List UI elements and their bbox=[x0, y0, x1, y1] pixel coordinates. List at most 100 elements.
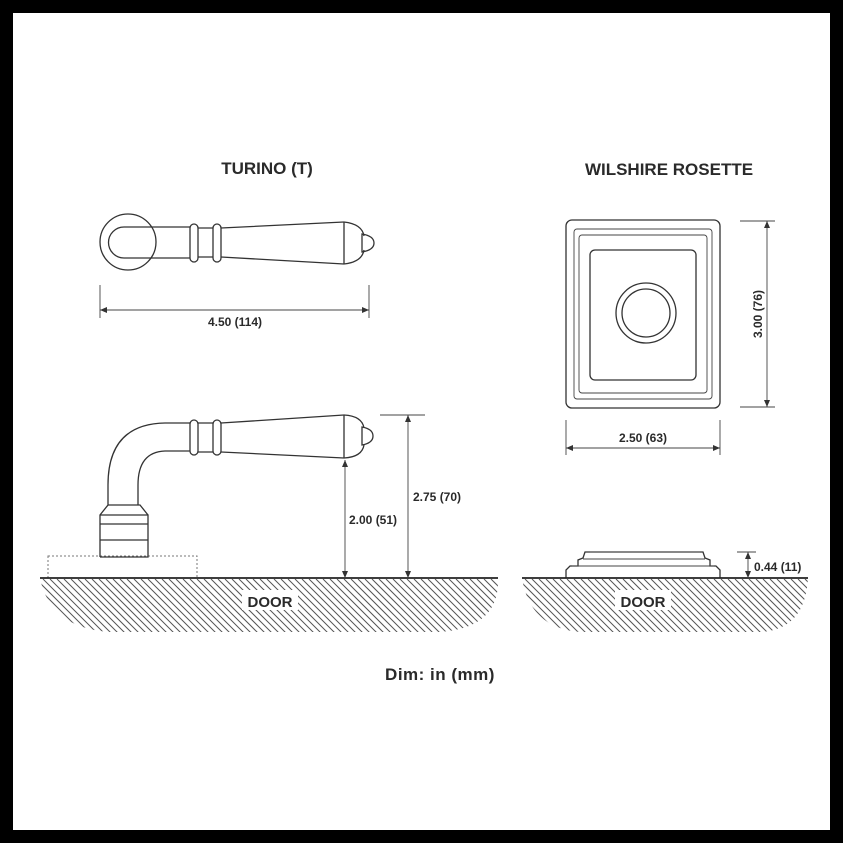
hatch-line bbox=[664, 578, 726, 632]
hatch-line bbox=[643, 578, 705, 632]
hatch-line bbox=[699, 578, 761, 632]
hatch-line bbox=[63, 578, 125, 632]
turino-total-height-dimension: 2.75 (70) bbox=[380, 414, 461, 578]
hatch-line bbox=[133, 578, 195, 632]
hatch-line bbox=[692, 578, 754, 632]
hatch-line bbox=[783, 578, 808, 632]
hatch-line bbox=[119, 578, 181, 632]
hatch-line bbox=[280, 578, 342, 632]
hatch-line bbox=[657, 578, 719, 632]
rosette-height-label: 3.00 (76) bbox=[751, 290, 765, 338]
hatch-line bbox=[42, 578, 104, 632]
hatch-line bbox=[378, 578, 440, 632]
hatch-line bbox=[357, 578, 419, 632]
hatch-line bbox=[84, 578, 146, 632]
hatch-line bbox=[301, 578, 363, 632]
hatch-line bbox=[483, 578, 499, 632]
turino-total-height-label: 2.75 (70) bbox=[413, 490, 461, 504]
hatch-line bbox=[364, 578, 426, 632]
rosette-width-dimension: 2.50 (63) bbox=[565, 420, 721, 455]
hatch-line bbox=[522, 578, 530, 632]
hatch-line bbox=[762, 578, 808, 632]
door-hatch-left bbox=[40, 578, 499, 632]
hatch-line bbox=[40, 578, 48, 632]
hatch-line bbox=[531, 578, 593, 632]
hatch-line bbox=[112, 578, 174, 632]
hatch-line bbox=[678, 578, 740, 632]
hatch-line bbox=[40, 578, 55, 632]
hatch-line bbox=[105, 578, 167, 632]
hatch-line bbox=[399, 578, 461, 632]
hatch-line bbox=[713, 578, 775, 632]
hatch-line bbox=[392, 578, 454, 632]
hatch-line bbox=[685, 578, 747, 632]
hatch-line bbox=[203, 578, 265, 632]
turino-top-view bbox=[99, 213, 375, 271]
hatch-line bbox=[797, 578, 808, 632]
hatch-line bbox=[671, 578, 733, 632]
rosette-top-view bbox=[565, 219, 721, 409]
hatch-line bbox=[147, 578, 209, 632]
hatch-line bbox=[469, 578, 499, 632]
hatch-line bbox=[168, 578, 230, 632]
hatch-line bbox=[448, 578, 499, 632]
drawing-frame bbox=[13, 13, 830, 830]
hatch-line bbox=[189, 578, 251, 632]
hatch-line bbox=[524, 578, 586, 632]
hatch-line bbox=[790, 578, 808, 632]
hatch-line bbox=[98, 578, 160, 632]
hatch-line bbox=[77, 578, 139, 632]
rosette-side-view bbox=[565, 551, 721, 578]
hatch-line bbox=[343, 578, 405, 632]
hatch-line bbox=[455, 578, 499, 632]
hatch-line bbox=[522, 578, 523, 632]
hatch-line bbox=[210, 578, 272, 632]
hatch-line bbox=[49, 578, 111, 632]
turino-lever-height-label: 2.00 (51) bbox=[349, 513, 397, 527]
rosette-projection-dimension: 0.44 (11) bbox=[737, 551, 801, 578]
hatch-line bbox=[406, 578, 468, 632]
hatch-line bbox=[40, 578, 41, 632]
rosette-height-dimension: 3.00 (76) bbox=[740, 220, 775, 408]
hatch-line bbox=[476, 578, 499, 632]
hatch-line bbox=[294, 578, 356, 632]
hatch-line bbox=[552, 578, 614, 632]
turino-length-dimension: 4.50 (114) bbox=[99, 285, 370, 329]
hatch-line bbox=[175, 578, 237, 632]
hatch-line bbox=[650, 578, 712, 632]
hatch-line bbox=[126, 578, 188, 632]
hatch-line bbox=[385, 578, 447, 632]
hatch-line bbox=[545, 578, 607, 632]
hatch-line bbox=[538, 578, 600, 632]
turino-side-view bbox=[47, 414, 374, 579]
hatch-line bbox=[329, 578, 391, 632]
hatch-line bbox=[91, 578, 153, 632]
hatch-line bbox=[182, 578, 244, 632]
hatch-line bbox=[336, 578, 398, 632]
hatch-line bbox=[706, 578, 768, 632]
hatch-line bbox=[161, 578, 223, 632]
hatch-line bbox=[573, 578, 635, 632]
turino-door-label: DOOR bbox=[248, 594, 293, 611]
rosette-projection-label: 0.44 (11) bbox=[754, 560, 801, 574]
hatch-line bbox=[769, 578, 808, 632]
rosette-width-label: 2.50 (63) bbox=[619, 431, 667, 445]
hatch-line bbox=[490, 578, 499, 632]
hatch-line bbox=[804, 578, 808, 632]
units-label: Dim: in (mm) bbox=[385, 665, 495, 684]
hatch-line bbox=[308, 578, 370, 632]
turino-title: TURINO (T) bbox=[221, 159, 313, 178]
hatch-line bbox=[559, 578, 621, 632]
hatch-line bbox=[350, 578, 412, 632]
hatch-line bbox=[580, 578, 642, 632]
hatch-line bbox=[273, 578, 335, 632]
hatch-line bbox=[315, 578, 377, 632]
hatch-line bbox=[371, 578, 433, 632]
turino-lever-height-dimension: 2.00 (51) bbox=[342, 460, 397, 578]
hatch-line bbox=[70, 578, 132, 632]
hatch-line bbox=[196, 578, 258, 632]
rosette-door-label: DOOR bbox=[621, 594, 666, 611]
rosette-title: WILSHIRE ROSETTE bbox=[585, 160, 753, 179]
hatch-line bbox=[154, 578, 216, 632]
